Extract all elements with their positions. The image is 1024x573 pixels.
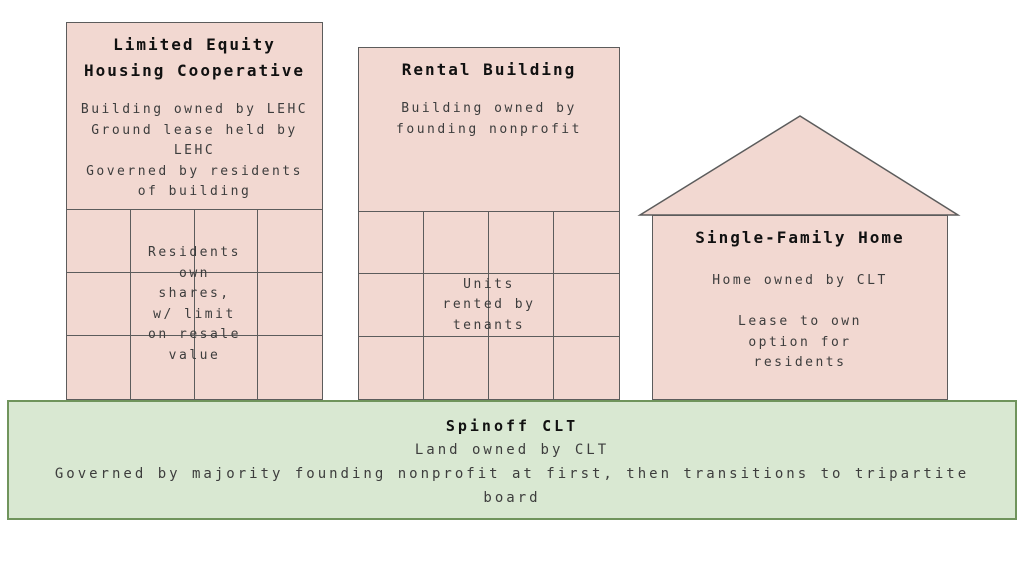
unit-cell	[194, 210, 259, 273]
lehc-unit-cells	[67, 210, 322, 399]
unit-cell	[359, 274, 424, 337]
unit-cell	[130, 210, 195, 273]
unit-cell	[131, 336, 195, 399]
unit-cell	[258, 210, 322, 273]
rental-description: Building owned by founding nonprofit	[396, 101, 582, 137]
unit-cell	[424, 274, 489, 337]
unit-cell	[194, 273, 259, 336]
unit-cell	[489, 274, 554, 337]
unit-cell	[67, 210, 131, 273]
unit-cell	[67, 273, 131, 336]
building-lehc: Limited Equity Housing Cooperative Build…	[66, 22, 323, 400]
unit-cell	[424, 336, 489, 399]
unit-cell	[67, 336, 131, 399]
clt-base-description: Land owned by CLT Governed by majority f…	[54, 442, 970, 506]
unit-cell	[359, 336, 424, 399]
single-family-title: Single-Family Home	[695, 228, 905, 247]
unit-cell	[489, 212, 554, 275]
unit-cell	[195, 336, 259, 399]
unit-cell	[489, 336, 554, 399]
building-single-family: Single-Family Home Home owned by CLT Lea…	[652, 215, 948, 400]
rental-unit-cells	[359, 212, 619, 399]
clt-base-title: Spinoff CLT	[445, 417, 579, 435]
single-family-roof-icon	[637, 115, 961, 216]
lehc-description: Building owned by LEHC Ground lease held…	[80, 102, 309, 199]
lehc-units-grid: Residents own shares, w/ limit on resale…	[67, 209, 322, 399]
unit-cell	[258, 273, 322, 336]
spinoff-clt-base: Spinoff CLT Land owned by CLT Governed b…	[7, 400, 1017, 520]
lehc-title: Limited Equity Housing Cooperative	[83, 35, 306, 80]
building-rental: Rental Building Building owned by foundi…	[358, 47, 620, 400]
rental-grid-label: Units rented by tenants	[442, 276, 536, 333]
unit-cell	[359, 212, 424, 275]
lehc-grid-label: Residents own shares, w/ limit on resale…	[148, 245, 241, 363]
unit-cell	[554, 212, 619, 275]
unit-cell	[554, 274, 619, 337]
unit-cell	[130, 273, 195, 336]
single-family-description: Home owned by CLT Lease to own option fo…	[712, 273, 888, 370]
rental-units-grid: Units rented by tenants	[359, 211, 619, 399]
unit-cell	[424, 212, 489, 275]
rental-title: Rental Building	[401, 60, 577, 79]
